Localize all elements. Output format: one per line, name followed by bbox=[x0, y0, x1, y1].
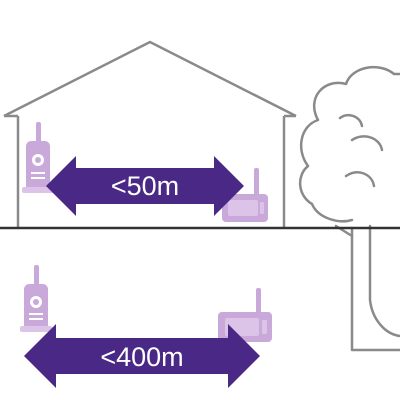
indoor-range-arrow bbox=[46, 156, 244, 216]
parent-monitor-unit-icon bbox=[222, 168, 268, 222]
outdoor-range-arrow bbox=[24, 324, 260, 388]
indoor-range-label: <50m bbox=[111, 171, 179, 201]
baby-camera-unit-icon bbox=[20, 265, 52, 332]
tree-outline-icon bbox=[299, 66, 400, 352]
outdoor-range-label: <400m bbox=[100, 342, 183, 372]
baby-camera-unit-icon bbox=[22, 122, 54, 193]
parent-monitor-unit-icon bbox=[218, 288, 272, 342]
house-outline-icon bbox=[3, 40, 297, 228]
